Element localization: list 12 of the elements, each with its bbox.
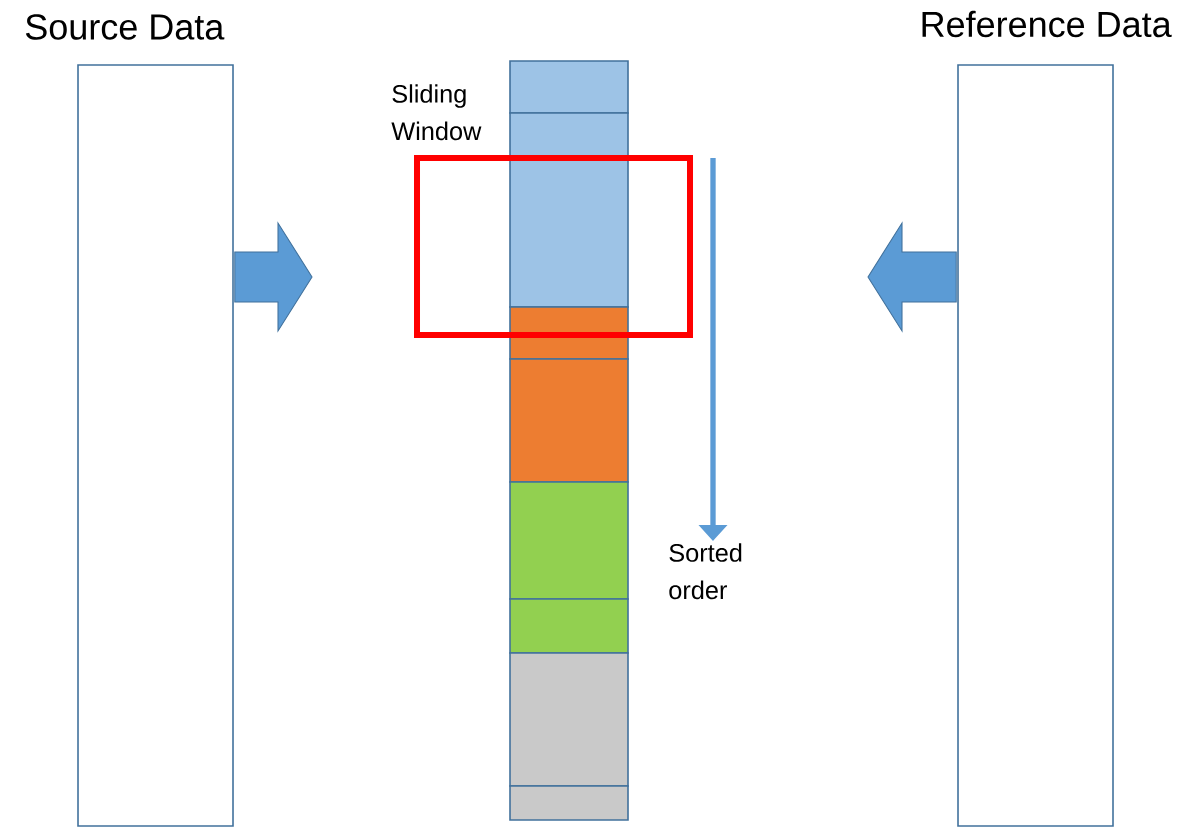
note-text: Sorted order [669, 543, 742, 600]
node-label: Source Data [25, 14, 225, 40]
data-block [509, 598, 629, 654]
data-column: Reference Data [922, 10, 1172, 827]
node-label: Reference Data [922, 10, 1172, 38]
data-block [509, 785, 629, 821]
block-arrow [867, 221, 957, 333]
sliding-window: Sliding Window [391, 84, 693, 338]
node-label: Sliding Window [391, 84, 482, 141]
block-arrow [234, 221, 313, 333]
data-column: Source Data [25, 14, 234, 827]
data-block [509, 60, 629, 114]
